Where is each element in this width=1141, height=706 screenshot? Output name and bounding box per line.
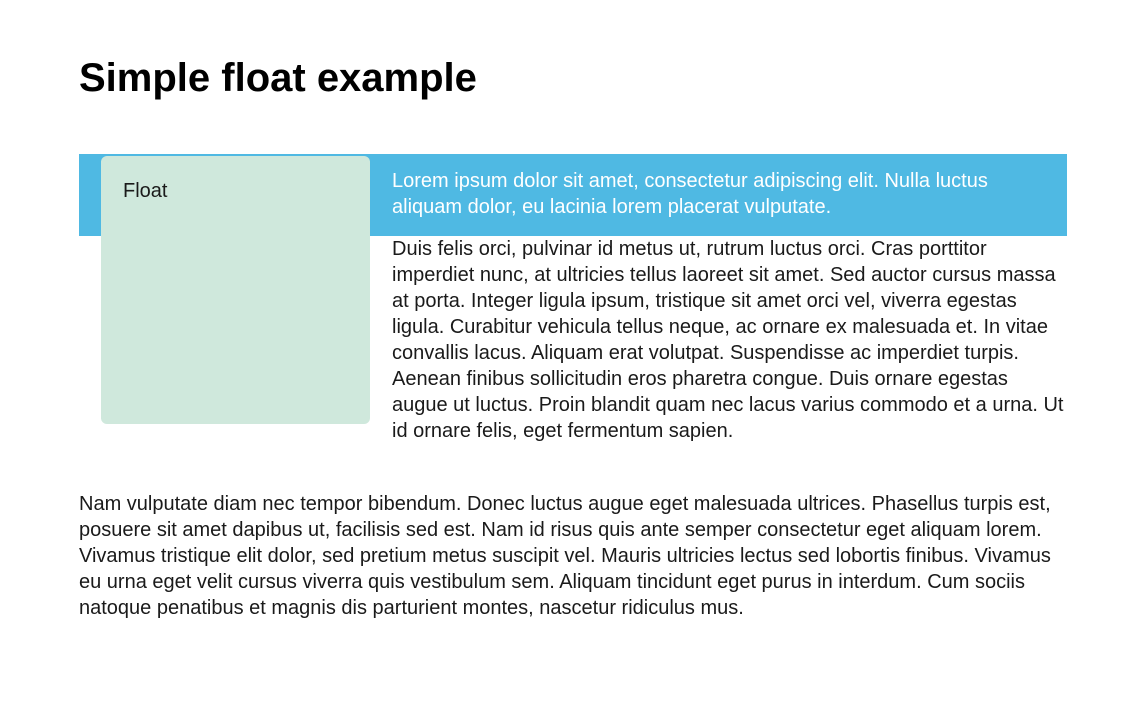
body-paragraph-second: Duis felis orci, pulvinar id metus ut, r…: [392, 238, 1064, 442]
body-paragraph-third: Nam vulputate diam nec tempor bibendum. …: [79, 493, 1051, 619]
float-box-label: Float: [123, 180, 168, 202]
page-content: Simple float example Lorem ipsum dolor s…: [79, 0, 1067, 619]
page-title: Simple float example: [79, 56, 477, 100]
float-box: Float: [101, 156, 370, 424]
